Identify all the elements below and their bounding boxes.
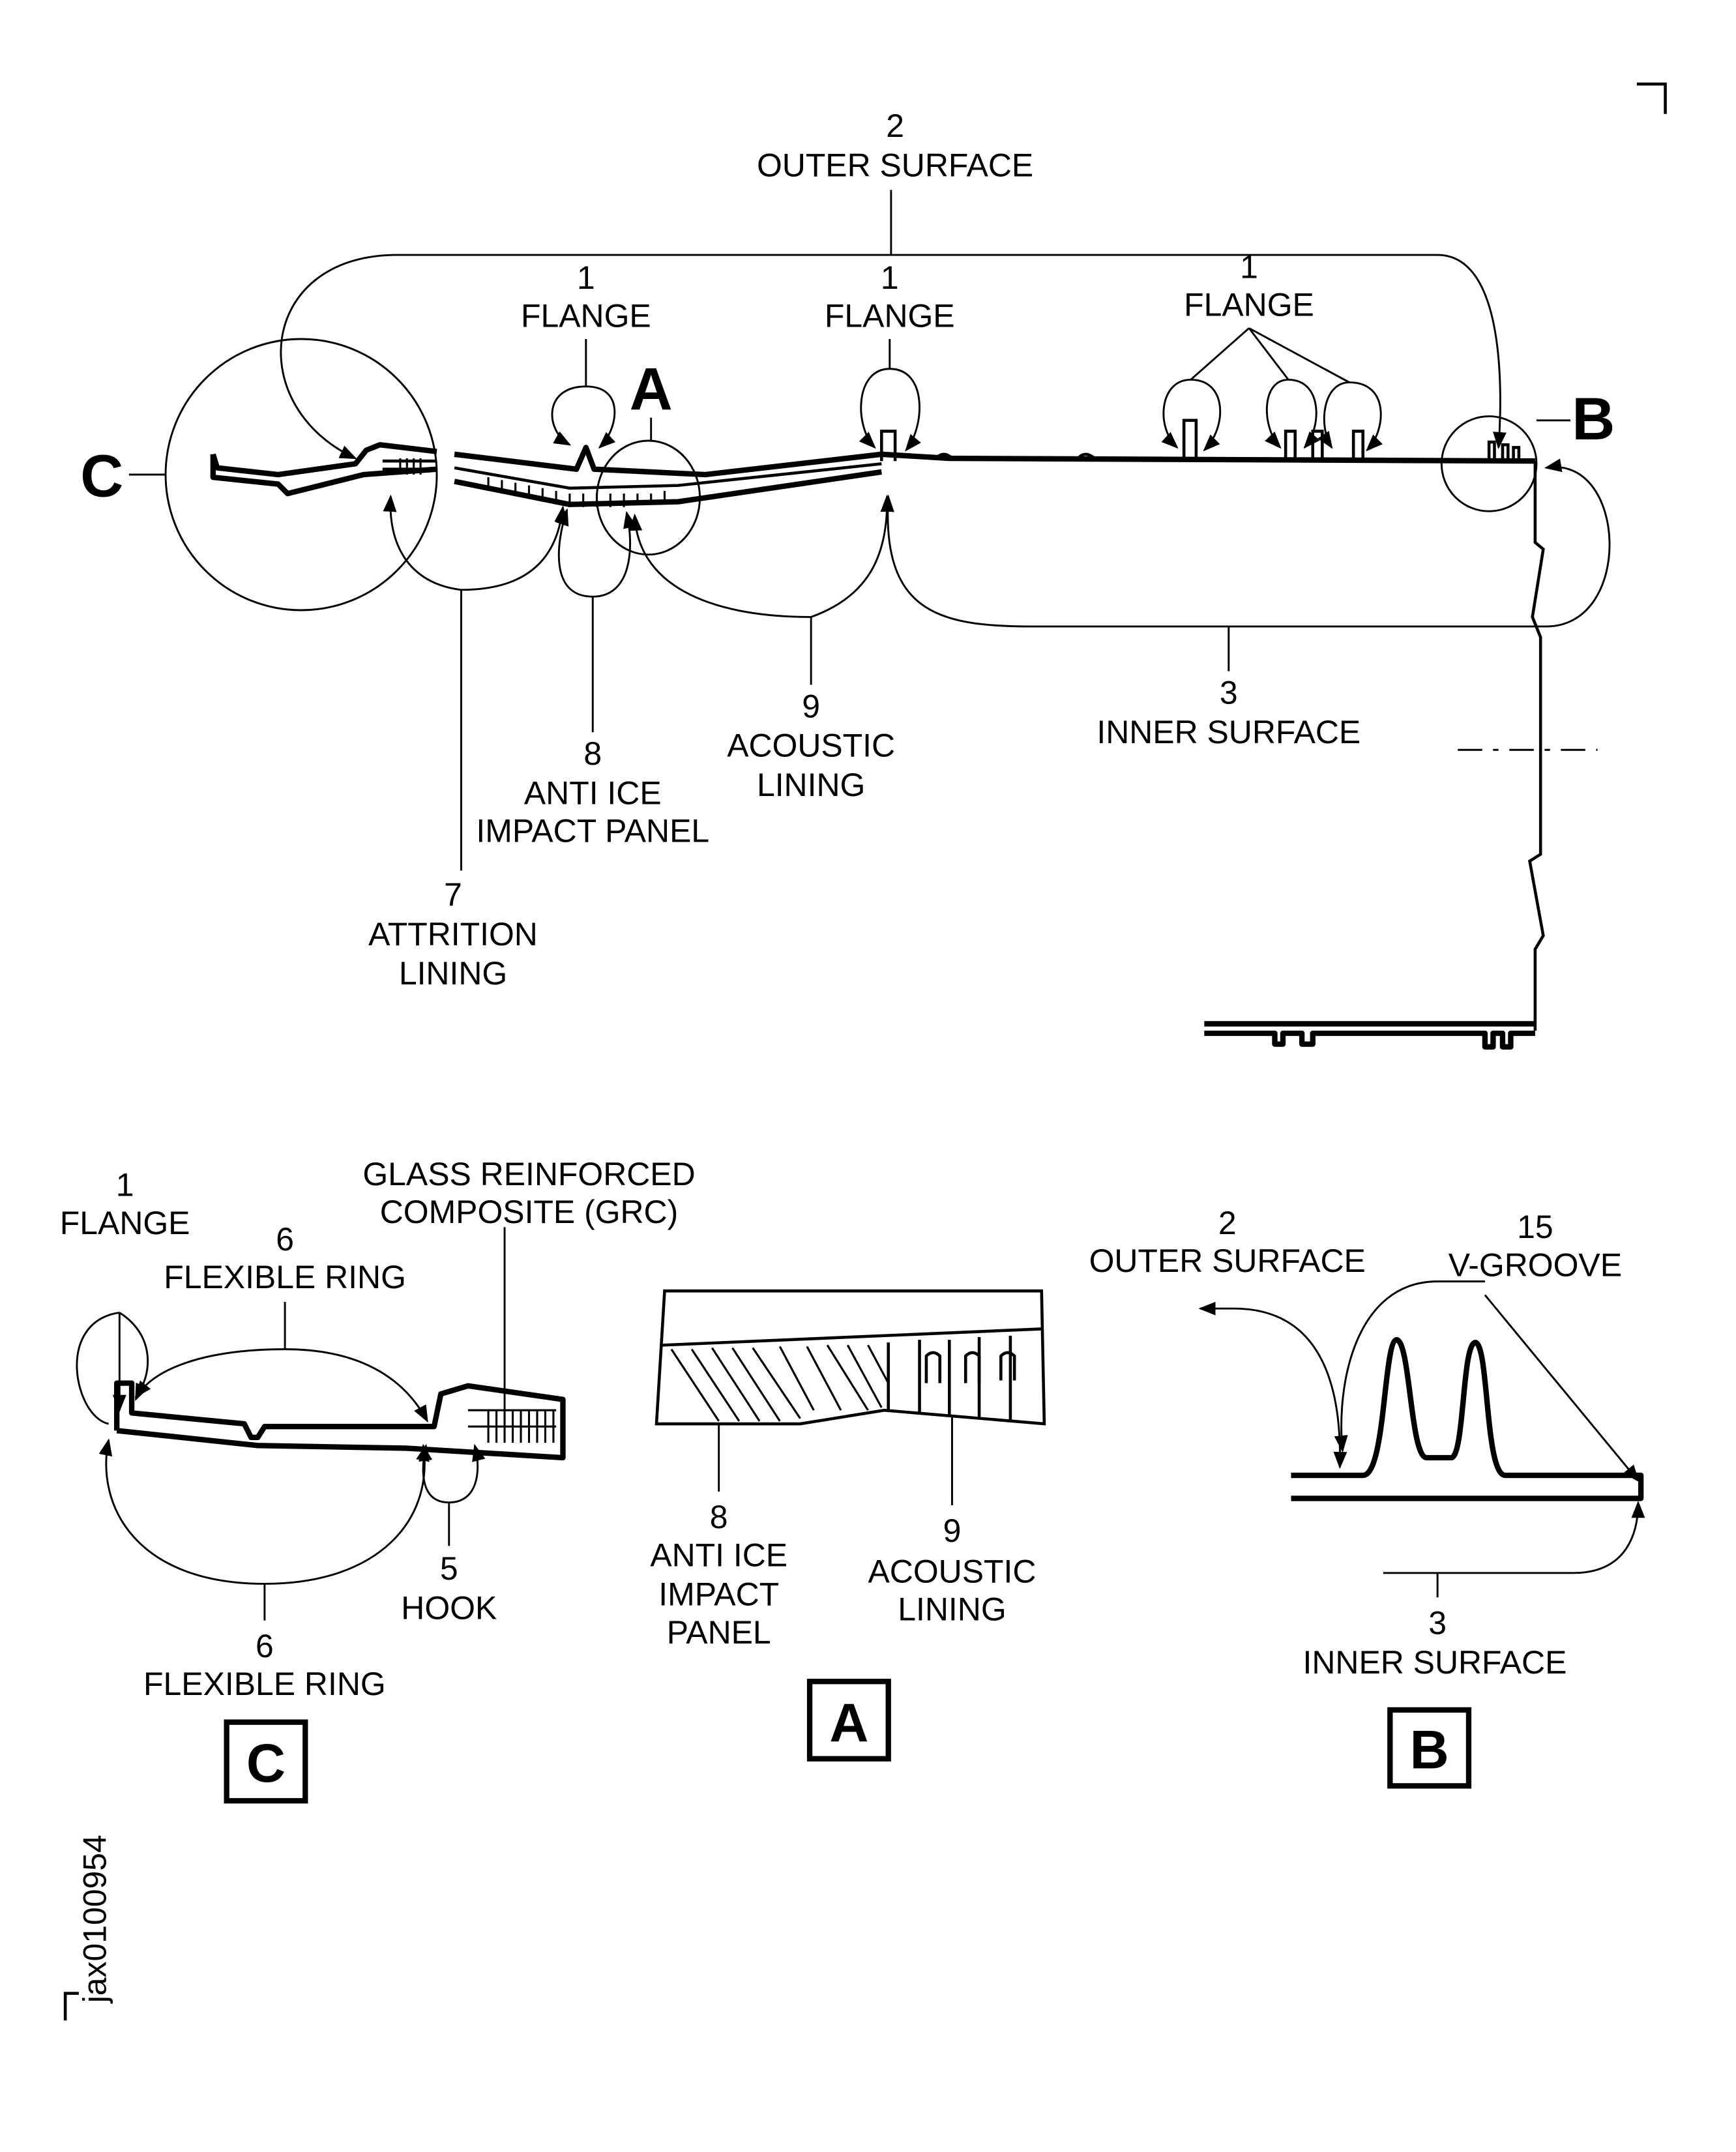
inner-surface-label: INNER SURFACE [1096,714,1361,750]
detail-a: 8 ANTI ICE IMPACT PANEL 9 ACOUSTIC LININ… [650,1289,1046,1761]
attrition-label-1: ATTRITION [368,916,538,952]
b-inner-surface-number: 3 [1428,1604,1447,1641]
callout-circle-b [1440,415,1538,512]
acoustic-label-2: LINING [757,767,865,803]
detail-b: 2 OUTER SURFACE 15 V-GROOVE 3 INNER SURF… [1089,1205,1645,1789]
c-grc-label-1: GLASS REINFORCED [362,1156,695,1192]
anti-ice-label-1: ANTI ICE [524,774,662,811]
anti-ice-label-2: IMPACT PANEL [476,813,709,849]
drawing-id: jax0100954 [77,1835,113,2004]
b-v-groove-number: 15 [1517,1209,1553,1245]
a-acoustic-number: 9 [943,1512,962,1549]
inner-surface-number: 3 [1220,675,1238,711]
flange-3-label: FLANGE [1184,287,1314,323]
a-acoustic-label-2: LINING [898,1591,1006,1628]
outer-surface-number: 2 [886,108,904,144]
nacelle-section [210,419,1545,1050]
b-outer-surface-label: OUTER SURFACE [1089,1243,1366,1279]
attrition-number: 7 [444,876,462,913]
flange-3-number: 1 [1240,248,1258,285]
anti-ice-number: 8 [583,735,602,772]
acoustic-number: 9 [802,688,820,724]
a-anti-ice-label-2: IMPACT [658,1576,779,1613]
flange-1-label: FLANGE [521,297,651,334]
c-flange-label: FLANGE [60,1205,190,1241]
b-inner-surface-label: INNER SURFACE [1303,1644,1567,1681]
corner-mark-top [1636,82,1667,114]
detail-c: 1 FLANGE 6 FLEXIBLE RING GLASS REINFORCE… [60,1156,696,1804]
callout-circle-a [596,439,701,556]
flange-2-label: FLANGE [825,297,955,334]
attrition-label-2: LINING [399,955,507,992]
callout-b: B [1572,386,1615,452]
a-anti-ice-label-1: ANTI ICE [650,1537,787,1573]
c-flex-ring-top-label: FLEXIBLE RING [164,1259,406,1295]
c-grc-label-2: COMPOSITE (GRC) [380,1194,678,1230]
detail-b-box-label: B [1410,1719,1449,1780]
callout-a: A [630,356,673,422]
a-anti-ice-number: 8 [710,1499,728,1535]
b-outer-surface-number: 2 [1218,1205,1237,1241]
detail-a-box-label: A [829,1692,868,1753]
c-flex-ring-bottom-number: 6 [256,1628,274,1664]
a-acoustic-label-1: ACOUSTIC [868,1553,1037,1589]
main-view: C A B 2 OUTER SURFACE 1 FLANGE 1 FLANGE … [80,108,1615,1050]
c-hook-number: 5 [440,1550,458,1587]
c-flex-ring-bottom-label: FLEXIBLE RING [143,1666,386,1702]
flange-1-number: 1 [577,259,595,296]
flange-2-number: 1 [881,259,899,296]
callout-c: C [80,443,123,509]
a-anti-ice-label-3: PANEL [667,1614,771,1651]
corner-mark-bottom [63,1992,79,2021]
acoustic-label-1: ACOUSTIC [727,728,895,764]
c-hook-label: HOOK [401,1590,497,1627]
detail-c-box-label: C [246,1733,286,1793]
c-flex-ring-top-number: 6 [276,1221,294,1258]
c-flange-number: 1 [116,1167,134,1203]
b-v-groove-label: V-GROOVE [1449,1246,1622,1283]
outer-surface-label: OUTER SURFACE [757,147,1033,183]
